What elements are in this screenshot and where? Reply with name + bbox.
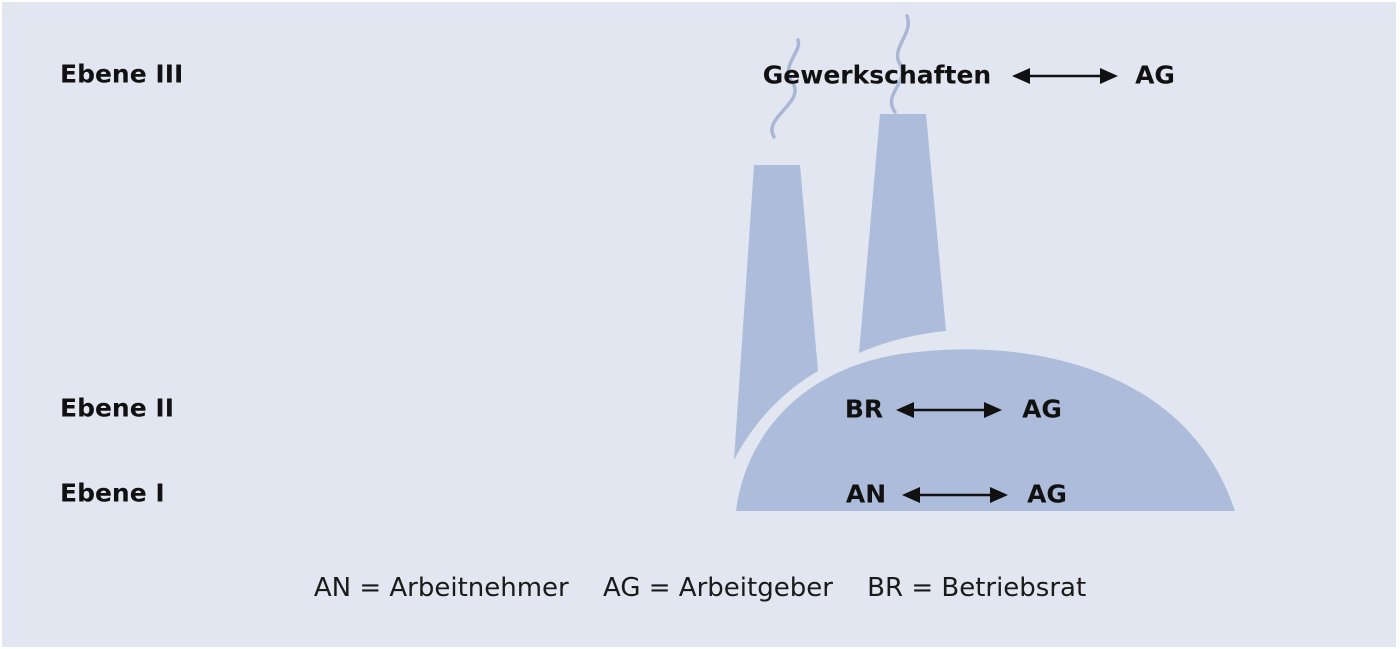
smoke-icon — [889, 14, 911, 114]
level2-employer-node: AG — [1022, 394, 1062, 424]
level-2-label: Ebene II — [60, 393, 174, 423]
level1-employer-node: AG — [1027, 479, 1067, 509]
factory-icon — [736, 349, 1235, 511]
left-chimney — [734, 165, 818, 460]
smoke-icon — [770, 38, 801, 139]
employees-node: AN — [845, 479, 887, 509]
double-arrow-icon — [902, 487, 1008, 503]
unions-node: Gewerkschaften — [762, 60, 992, 90]
right-chimney — [859, 114, 946, 353]
legend: AN = Arbeitnehmer AG = Arbeitgeber BR = … — [301, 573, 1099, 603]
level-3-label: Ebene III — [60, 59, 184, 89]
double-arrow-icon — [1012, 68, 1118, 84]
double-arrow-icon — [896, 402, 1002, 418]
level-1-label: Ebene I — [60, 478, 165, 508]
legend-ag: AG = Arbeitgeber — [603, 573, 833, 603]
legend-an: AN = Arbeitnehmer — [313, 573, 569, 603]
level3-employer-node: AG — [1135, 60, 1175, 90]
legend-br: BR = Betriebsrat — [867, 573, 1087, 603]
works-council-node: BR — [844, 394, 884, 424]
